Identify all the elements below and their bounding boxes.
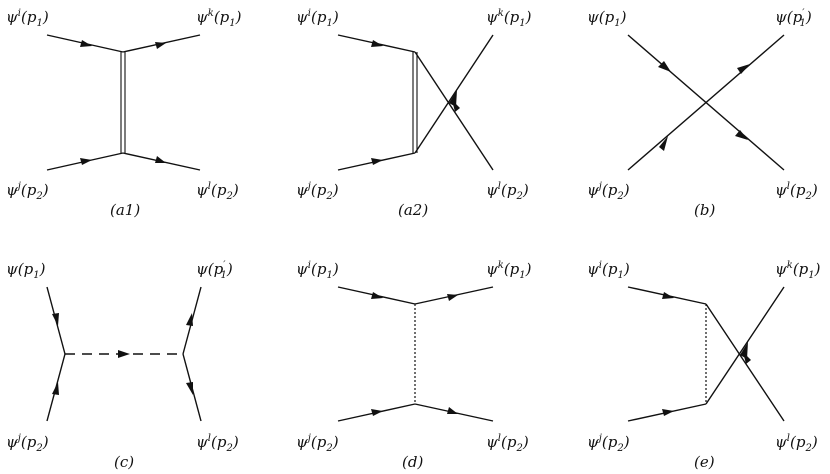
c-caption: (c): [114, 453, 134, 471]
d-arrow-top-right: [447, 294, 458, 301]
b-label-top-right: ψ(p′1): [775, 8, 812, 29]
a1-label-bottom-right: ψl(p2): [196, 181, 239, 202]
b-arrow-bottom-right: [735, 130, 748, 140]
diagram-a2: ψi(p1) ψk(p1) ψj(p2) ψl(p2) (a2): [296, 8, 532, 219]
c-arrow-bottom-right: [186, 382, 193, 395]
e-crossed-line-bottom-to-top: [705, 286, 785, 405]
b-caption: (b): [694, 201, 715, 219]
d-arrow-bottom-left: [371, 409, 383, 416]
d-label-top-right: ψk(p1): [486, 260, 532, 281]
c-label-top-left: ψ(p1): [6, 260, 46, 281]
a1-label-bottom-left: ψj(p2): [6, 181, 49, 202]
c-arrow-top-left: [52, 313, 59, 326]
c-label-bottom-left: ψj(p2): [6, 433, 49, 454]
c-label-top-right: ψ(p′1): [196, 260, 233, 281]
b-label-top-left: ψ(p1): [587, 8, 627, 29]
e-arrow-bottom-left: [662, 409, 674, 416]
d-label-top-left: ψi(p1): [296, 260, 339, 281]
a2-crossed-line-bottom-to-top: [414, 34, 494, 154]
a2-caption: (a2): [398, 201, 428, 219]
e-label-top-right: ψk(p1): [775, 260, 821, 281]
b-arrow-top-right: [737, 64, 750, 74]
a1-arrow-bottom-left: [80, 158, 92, 165]
a2-label-top-right: ψk(p1): [486, 8, 532, 29]
a2-label-bottom-left: ψj(p2): [296, 181, 339, 202]
a2-arrow-top-left: [371, 40, 383, 47]
c-arrow-dashed: [118, 350, 130, 358]
d-label-bottom-left: ψj(p2): [296, 433, 339, 454]
e-label-bottom-left: ψj(p2): [587, 433, 630, 454]
a1-label-top-right: ψk(p1): [196, 8, 242, 29]
diagram-a1: ψi(p1) ψk(p1) ψj(p2) ψl(p2) (a1): [6, 8, 242, 219]
a1-arrow-bottom-right: [155, 156, 166, 163]
e-arrow-top-left: [662, 292, 674, 299]
a1-label-top-left: ψi(p1): [6, 8, 49, 29]
a1-caption: (a1): [110, 201, 140, 219]
diagram-d: ψi(p1) ψk(p1) ψj(p2) ψl(p2) (d): [296, 260, 532, 471]
d-arrow-top-left: [371, 292, 383, 299]
a2-label-top-left: ψi(p1): [296, 8, 339, 29]
e-crossed-line-top-to-bottom: [705, 303, 785, 422]
diagram-c: ψ(p1) ψ(p′1) ψj(p2) ψl(p2) (c): [6, 260, 239, 471]
b-label-bottom-right: ψl(p2): [775, 181, 818, 202]
c-label-bottom-right: ψl(p2): [196, 433, 239, 454]
e-caption: (e): [694, 453, 715, 471]
b-line-bottom-left-to-top-right: [627, 34, 785, 171]
d-arrow-bottom-right: [447, 407, 458, 414]
e-label-top-left: ψi(p1): [587, 260, 630, 281]
a1-arrow-top-left: [80, 40, 92, 47]
diagram-b: ψ(p1) ψ(p′1) ψj(p2) ψl(p2) (b): [587, 8, 818, 219]
e-arrow-crossed-2: [743, 352, 751, 364]
c-arrow-bottom-left: [52, 382, 59, 395]
d-caption: (d): [402, 453, 423, 471]
a2-arrow-crossed: [449, 90, 457, 107]
e-arrow-crossed: [740, 342, 748, 359]
a1-arrow-top-right: [155, 42, 166, 49]
b-label-bottom-left: ψj(p2): [587, 181, 630, 202]
c-arrow-top-right: [186, 313, 193, 326]
diagram-e: ψi(p1) ψk(p1) ψj(p2) ψl(p2) (e): [587, 260, 821, 471]
a2-crossed-line-top-to-bottom: [414, 51, 494, 171]
a2-label-bottom-right: ψl(p2): [486, 181, 529, 202]
b-arrow-bottom-left: [659, 136, 668, 151]
a2-arrow-crossed-2: [452, 100, 460, 112]
b-arrow-top-left: [658, 61, 671, 72]
a2-arrow-bottom-left: [371, 158, 383, 165]
e-label-bottom-right: ψl(p2): [775, 433, 818, 454]
d-label-bottom-right: ψl(p2): [486, 433, 529, 454]
